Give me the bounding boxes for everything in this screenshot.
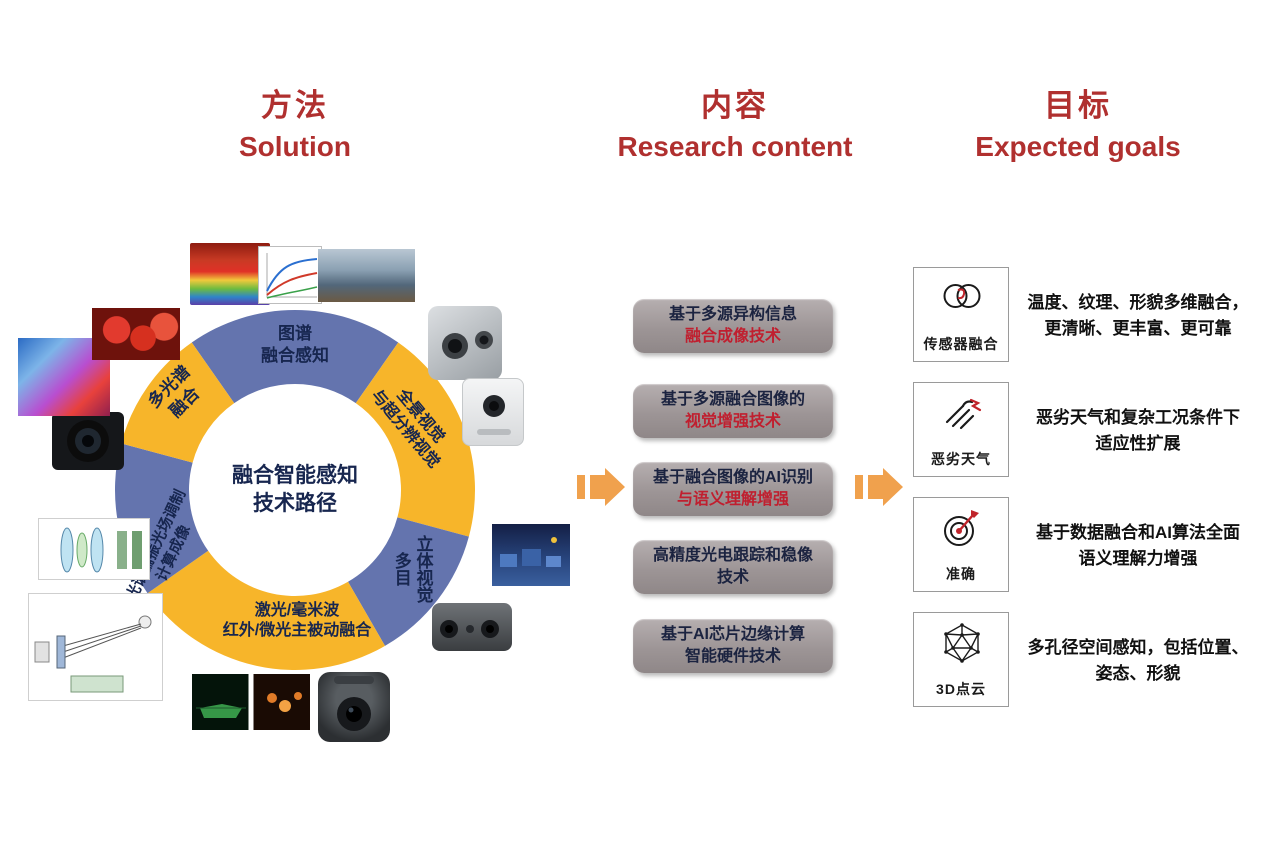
goals-header: 目标 Expected goals [928, 80, 1228, 163]
panorama-photo-image [318, 249, 415, 302]
goal-label: 准确 [946, 566, 976, 582]
gimbal-lens [334, 676, 374, 731]
segment-label-stereo: 多目 立体视觉 [390, 513, 446, 625]
black-camera-lens-image [52, 412, 124, 470]
gimbal-camera-image [318, 672, 390, 742]
research-box-fusion-imaging: 基于多源异构信息 融合成像技术 [633, 299, 833, 353]
lens-elements [60, 527, 142, 573]
goal-box-point-cloud: 3D点云 [913, 612, 1009, 707]
segment-label-line: 图谱 [278, 324, 312, 343]
goal-desc-line: 姿态、形貌 [1095, 663, 1181, 683]
goal-desc-line: 基于数据融合和AI算法全面 [1036, 523, 1240, 542]
ring-center-title: 融合智能感知 技术路径 [195, 462, 395, 519]
segment-multi-eye-stereo-vision [348, 517, 469, 646]
optical-path-diagram-image [28, 593, 163, 701]
research-box-line2: 视觉增强技术 [684, 413, 781, 430]
goal-box-bad-weather: 恶劣天气 [913, 382, 1009, 477]
solution-header-en: Solution [239, 131, 351, 162]
segment-map-fusion-perception [191, 310, 399, 404]
thermal-image-pair [192, 674, 310, 730]
flow-arrow-right [855, 468, 903, 506]
research-box-tracking-stabilization: 高精度光电跟踪和稳像 技术 [633, 540, 833, 594]
goal-box-accuracy: 准确 [913, 497, 1009, 592]
segment-laser-mmwave-ir-fusion [147, 550, 385, 670]
segment-label-line: 红外/微光主被动融合 [222, 622, 372, 640]
segment-label-laser-fusion: 激光/毫米波 红外/微光主被动融合 [182, 601, 412, 642]
segment-label-line: 立体视觉 [413, 535, 433, 603]
sensor-fusion-icon [943, 284, 981, 308]
camera-lenses [442, 331, 493, 359]
research-box-edge-computing-hardware: 基于AI芯片边缘计算 智能硬件技术 [633, 619, 833, 673]
multispectral-fruit-cube-image [190, 243, 270, 305]
segment-label-line: 多目 [391, 552, 411, 586]
segment-panoramic-superres-vision [355, 342, 476, 537]
goal-desc-bad-weather: 恶劣天气和复杂工况条件下 适应性扩展 [1020, 405, 1256, 456]
segment-label-line: 融合感知 [261, 345, 329, 365]
goal-label: 传感器融合 [923, 336, 999, 352]
segment-label-line: 激光/毫米波 [254, 602, 340, 619]
segment-multispectral-fusion [121, 342, 235, 463]
camera-lens [477, 395, 511, 435]
solution-ring-diagram [114, 310, 476, 670]
spectral-curves [266, 253, 318, 299]
stereo-camera-image [432, 603, 512, 651]
research-box-line1: 基于多源融合图像的 [660, 391, 805, 409]
goal-desc-line: 更清晰、更丰富、更可靠 [1044, 318, 1232, 338]
lens-stack-diagram-image [38, 518, 150, 580]
point-cloud-icon [944, 623, 980, 663]
content-header: 内容 Research content [585, 80, 885, 163]
ring-center-line1: 融合智能感知 [232, 464, 358, 487]
research-box-ai-recognition: 基于融合图像的AI识别 与语义理解增强 [633, 462, 833, 516]
content-header-en: Research content [617, 131, 853, 162]
lens-rings [67, 420, 109, 462]
content-header-zh: 内容 [701, 88, 769, 123]
research-box-line2: 智能硬件技术 [684, 648, 781, 665]
goal-desc-line: 多孔径空间感知，包括位置、 [1027, 638, 1249, 657]
research-box-vision-enhancement: 基于多源融合图像的 视觉增强技术 [633, 384, 833, 438]
goal-desc-line: 恶劣天气和复杂工况条件下 [1036, 408, 1240, 427]
stereo-lenses [440, 620, 499, 638]
accuracy-target-icon [944, 510, 979, 546]
goal-desc-sensor-fusion: 温度、纹理、形貌多维融合， 更清晰、更丰富、更可靠 [1020, 290, 1256, 341]
goal-box-sensor-fusion: 传感器融合 [913, 267, 1009, 362]
goal-desc-point-cloud: 多孔径空间感知，包括位置、 姿态、形貌 [1020, 635, 1256, 686]
multi-lens-camera-image [428, 306, 502, 380]
boxes [500, 537, 561, 567]
bad-weather-icon [945, 398, 982, 430]
goal-label: 恶劣天气 [931, 451, 991, 467]
goals-header-en: Expected goals [975, 131, 1181, 162]
red-fruit-spectral-image [92, 308, 180, 360]
flow-arrow-left [577, 468, 625, 506]
thermal-scenes [196, 692, 302, 718]
segment-label-map-fusion: 图谱 融合感知 [225, 323, 365, 367]
research-box-line1: 基于融合图像的AI识别 [652, 469, 813, 487]
goal-desc-accuracy: 基于数据融合和AI算法全面 语义理解力增强 [1020, 520, 1256, 571]
goals-header-zh: 目标 [1044, 88, 1112, 123]
research-box-line2: 与语义理解增强 [676, 491, 789, 508]
ring-center-line2: 技术路径 [253, 492, 337, 516]
research-box-line1: 高精度光电跟踪和稳像 [652, 547, 813, 565]
research-box-line1: 基于AI芯片边缘计算 [660, 626, 805, 644]
goal-desc-line: 适应性扩展 [1095, 433, 1181, 453]
spectral-curves-chart-image [258, 246, 322, 304]
research-box-line2: 融合成像技术 [684, 328, 781, 345]
optical-path [34, 615, 152, 693]
research-box-line1: 基于多源异构信息 [668, 306, 797, 324]
goal-desc-line: 语义理解力增强 [1078, 548, 1198, 568]
research-box-line2: 技术 [716, 569, 749, 586]
blue-boxes-scene-image [492, 524, 570, 586]
goal-label: 3D点云 [936, 681, 986, 697]
solution-header-zh: 方法 [261, 88, 329, 123]
solution-header: 方法 Solution [165, 80, 425, 163]
goal-desc-line: 温度、纹理、形貌多维融合， [1027, 293, 1249, 312]
white-camera-image [462, 378, 524, 446]
